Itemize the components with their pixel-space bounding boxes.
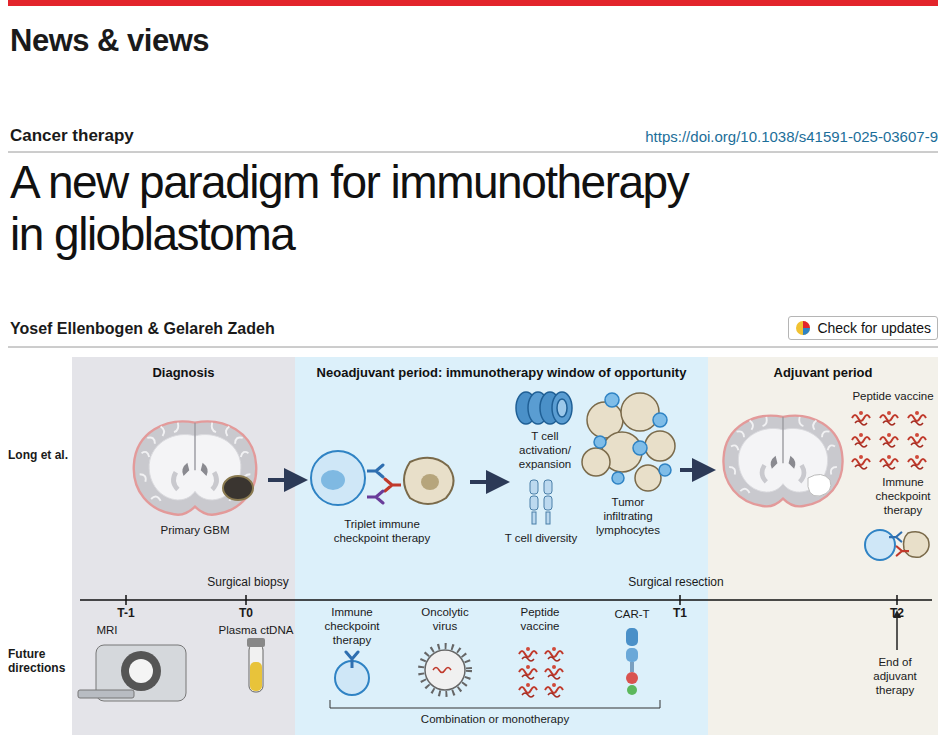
figure-label: Peptide vaccine [848, 390, 938, 404]
panel-heading: Neoadjuvant period: immunotherapy window… [295, 365, 708, 380]
update-icon [796, 321, 810, 335]
figure-label: Oncolytic virus [414, 606, 476, 634]
timeline-label: Surgical biopsy [188, 575, 308, 589]
panel-heading: Diagnosis [72, 365, 295, 380]
update-icon [795, 320, 811, 336]
header-rule [8, 0, 938, 6]
timeline-label: Surgical resection [611, 575, 741, 589]
button-text: Check for updates [817, 320, 931, 336]
figure-label: T cell activation/ expansion [515, 430, 575, 471]
page-title: A new paradigm for immunotherapy in glio… [10, 156, 715, 260]
figure-label: CAR-T [607, 608, 657, 622]
figure-label: Immune checkpoint therapy [317, 606, 387, 647]
author-line: Yosef Ellenbogen & Gelareh Zadeh [10, 319, 510, 338]
subject-label: Cancer therapy [10, 126, 310, 146]
time-point: T2 [877, 606, 917, 620]
divider-line [8, 152, 938, 347]
divider-line [8, 347, 938, 348]
panel-heading: Adjuvant period [708, 365, 938, 380]
time-point: T-1 [106, 606, 146, 620]
figure-label: Immune checkpoint therapy [868, 476, 938, 517]
period-panel: Diagnosis [72, 357, 295, 735]
divider-line [8, 152, 938, 153]
header-rule [8, 0, 938, 6]
figure-label: Tumor infiltrating lymphocytes [592, 496, 664, 537]
figure-label: Triplet immune checkpoint therapy [330, 518, 434, 546]
figure-label: MRI [87, 624, 127, 638]
time-point: T0 [226, 606, 266, 620]
figure-label: Peptide vaccine [510, 606, 570, 634]
update-button: Check for updates [788, 316, 938, 340]
section-heading: News & views [10, 22, 430, 59]
figure-label: T cell diversity [491, 532, 591, 546]
period-panel: Neoadjuvant period: immunotherapy window… [295, 357, 708, 735]
figure-label: End of adjuvant therapy [859, 656, 931, 697]
update-icon [803, 328, 810, 335]
doi-link: https://doi.org/10.1038/s41591-025-03607… [538, 128, 938, 146]
bracket-label: Combination or monotherapy [395, 713, 595, 727]
figure-label: Primary GBM [145, 524, 245, 538]
row-label: Future directions [8, 647, 70, 676]
figure-label: Plasma ctDNA [211, 624, 301, 638]
time-point: T1 [660, 606, 700, 620]
row-label: Long et al. [8, 448, 70, 462]
update-icon [803, 321, 810, 328]
